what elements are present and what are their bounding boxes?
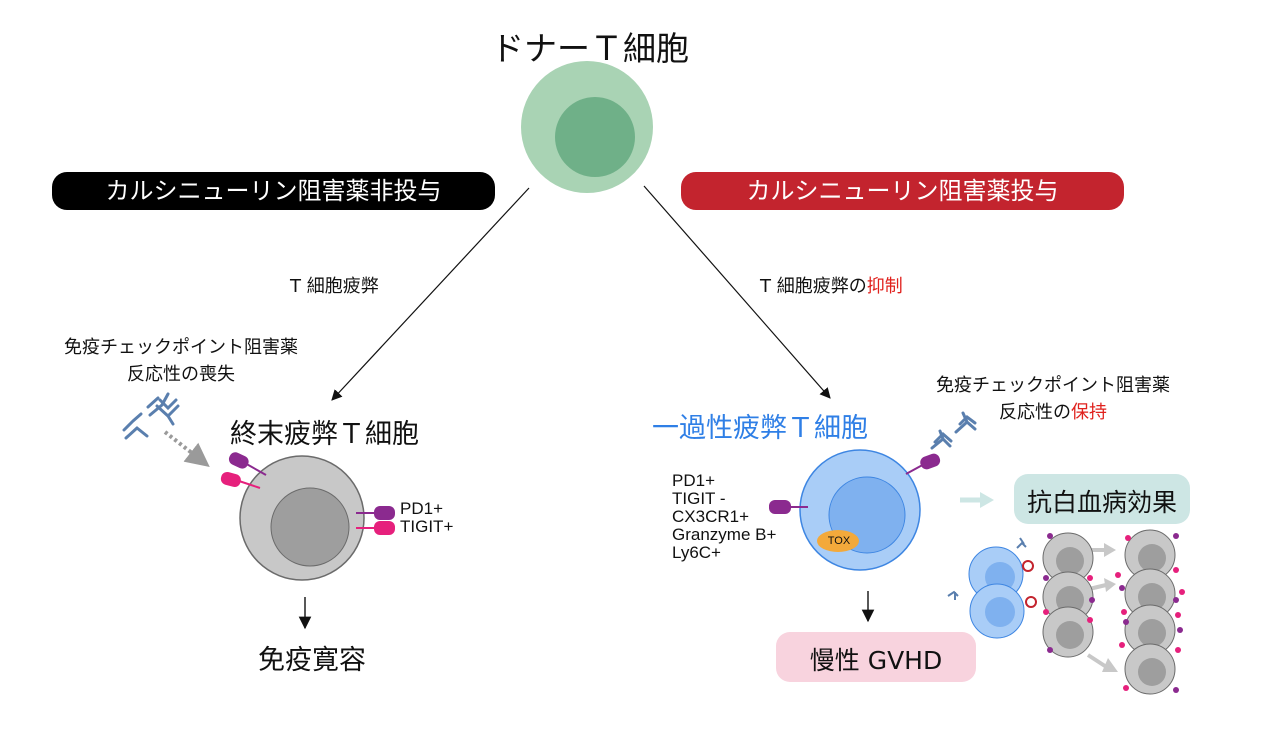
left-marker-tigit: TIGIT+	[400, 517, 454, 536]
left-checkpoint-text: 免疫チェックポイント阻害薬 反応性の喪失	[26, 334, 336, 388]
right-arrow-label-prefix: T 細胞疲弊の	[760, 276, 867, 297]
right-marker-ly6c: Ly6C+	[672, 543, 721, 562]
tox-granule-icon	[817, 530, 859, 552]
left-cell-label: 終末疲弊Ｔ細胞	[230, 419, 419, 450]
right-checkpoint-text: 免疫チェックポイント阻害薬 反応性の保持	[898, 372, 1208, 426]
right-marker-cx3cr1: CX3CR1+	[672, 507, 750, 526]
tox-label: TOX	[827, 535, 851, 547]
left-marker-list: PD1+ TIGIT+	[400, 500, 453, 536]
right-checkpoint-line2-highlight: 保持	[1071, 402, 1107, 423]
right-cell-label: 一過性疲弊Ｔ細胞	[652, 413, 868, 444]
right-marker-pd1: PD1+	[672, 471, 715, 490]
right-marker-list: PD1+ TIGIT - CX3CR1+ Granzyme B+ Ly6C+	[672, 472, 776, 562]
right-checkpoint-line1: 免疫チェックポイント阻害薬	[936, 375, 1170, 396]
left-branch-arrow	[331, 187, 530, 401]
left-checkpoint-line1: 免疫チェックポイント阻害薬	[64, 337, 298, 358]
right-checkpoint-line2: 反応性の保持	[898, 399, 1208, 426]
anti-leukemia-scene	[947, 529, 1185, 695]
right-condition-pill: カルシニューリン阻害薬投与	[681, 172, 1124, 210]
gvhd-label-bg	[776, 632, 976, 682]
terminal-exhausted-t-cell	[239, 455, 365, 581]
right-arrow-label: T 細胞疲弊の抑制	[760, 272, 903, 298]
left-arrow-label: T 細胞疲弊	[290, 276, 379, 297]
receptor-icon	[220, 452, 267, 489]
effect-label-bg	[1014, 474, 1190, 524]
donor-t-cell	[521, 61, 653, 193]
right-marker-granzyme: Granzyme B+	[672, 525, 777, 544]
dashed-arrow-icon	[163, 430, 210, 467]
page-title: ドナーＴ細胞	[491, 29, 689, 68]
left-checkpoint-line2: 反応性の喪失	[127, 364, 235, 385]
right-checkpoint-line2-prefix: 反応性の	[999, 402, 1071, 423]
receptor-icon	[769, 453, 941, 514]
transient-exhausted-t-cell	[799, 449, 921, 571]
left-outcome: 免疫寛容	[258, 645, 366, 676]
left-condition-pill: カルシニューリン阻害薬非投与	[52, 172, 495, 210]
effect-label: 抗白血病効果	[1026, 488, 1177, 517]
right-arrow-label-highlight: 抑制	[866, 276, 903, 297]
effect-arrow-icon	[960, 492, 994, 508]
right-branch-arrow	[643, 185, 831, 399]
antibody-icon	[155, 398, 180, 426]
right-marker-tigit: TIGIT -	[672, 489, 726, 508]
left-marker-pd1: PD1+	[400, 499, 443, 518]
antibody-icon	[930, 411, 977, 450]
receptor-icon	[356, 506, 395, 535]
right-outcome: 慢性 GVHD	[809, 646, 943, 675]
